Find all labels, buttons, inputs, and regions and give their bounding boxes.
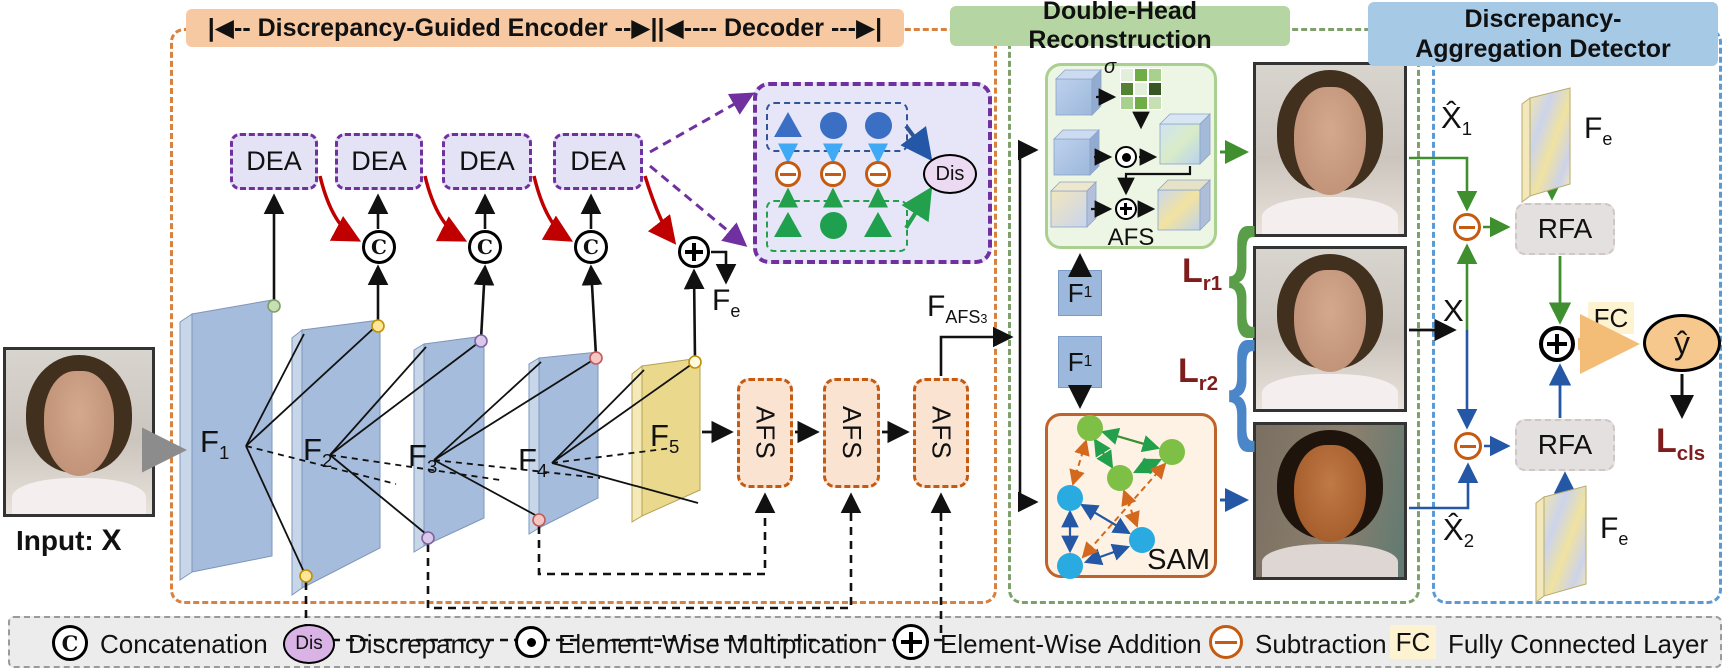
f3-label: F3 <box>408 438 438 478</box>
detector-header-line1: Discrepancy- <box>1464 5 1622 33</box>
afs-head-label: AFS <box>1107 224 1155 251</box>
f2-label: F2 <box>303 432 333 472</box>
legend-subtraction-label: Subtraction <box>1255 629 1387 659</box>
reconstruction-header-text: Double-Head Reconstruction <box>1028 0 1212 54</box>
encoder-decoder-header-text: |◀-- Discrepancy-Guided Encoder --▶||◀--… <box>207 14 883 42</box>
multiplication-circle-afs <box>1115 146 1137 168</box>
fake-feature-circle-1 <box>820 112 847 139</box>
f1-label: F1 <box>200 424 230 464</box>
face-skin <box>43 371 115 477</box>
input-label: Input: X <box>16 524 122 557</box>
lr1-label: Lr1 <box>1182 252 1223 295</box>
concat-circle-3: C <box>574 230 608 264</box>
concat-circle-2: C <box>468 230 502 264</box>
feature-stems <box>263 193 737 361</box>
fafs3-label: FAFS3 <box>927 290 988 327</box>
fafs3-routing <box>939 139 1039 513</box>
feature-dots <box>267 299 702 583</box>
concat-circle-1: C <box>362 230 396 264</box>
afs-block-1: AFS <box>737 378 793 488</box>
sam-graph <box>1057 415 1185 579</box>
encoder-decoder-header: |◀-- Discrepancy-Guided Encoder --▶||◀--… <box>186 9 904 47</box>
dis-circle: Dis <box>923 154 977 194</box>
fe-label-encoder: Fe <box>712 284 741 321</box>
real-feature-circle <box>820 212 847 239</box>
attention-grid <box>1120 68 1162 110</box>
original-face-x <box>1253 246 1407 412</box>
subtract-circle-1 <box>775 161 801 187</box>
sam-label: SAM <box>1147 544 1210 576</box>
afs-detail-arrows <box>1091 88 1192 218</box>
lr1-brace: { <box>1228 205 1257 339</box>
fe-slab-bottom <box>1535 485 1587 603</box>
legend-concatenation-icon: C <box>52 625 88 661</box>
legend-discrepancy-icon: Dis <box>283 624 335 664</box>
dea-red-arrows <box>318 175 677 245</box>
dea-block-2: DEA <box>335 133 423 190</box>
afs-block-2: AFS <box>823 378 880 488</box>
subtraction-circle-bottom <box>1454 432 1482 460</box>
legend-addition-label: Element-Wise Addition <box>940 629 1202 659</box>
fe-label-top: Fe <box>1584 112 1613 149</box>
input-variable: X <box>101 524 122 557</box>
x-label: X <box>1443 293 1464 328</box>
afs-detail-cubes <box>1050 69 1211 231</box>
skip-connections <box>304 492 952 642</box>
feature-slab-f4 <box>528 351 599 535</box>
fake-feature-triangle <box>774 112 802 137</box>
dea-block-1: DEA <box>230 133 318 190</box>
legend-multiplication-icon <box>515 626 547 658</box>
addition-circle-afs <box>1115 198 1137 220</box>
lr2-brace: { <box>1228 319 1257 453</box>
reconstructed-face-xhat1 <box>1253 62 1407 237</box>
conv-fan-lines <box>245 327 699 573</box>
real-feature-triangle-1 <box>774 212 802 237</box>
afs-block-3: AFS <box>913 378 969 488</box>
feature-slab-f2 <box>291 319 381 596</box>
face-shirt <box>11 477 147 514</box>
detector-routing <box>1409 156 1694 510</box>
subtract-circle-3 <box>865 161 891 187</box>
legend-addition-icon <box>893 624 929 660</box>
legend-fc-label: Fully Connected Layer <box>1448 629 1709 659</box>
addition-circle-detector <box>1539 326 1575 362</box>
dea-detail-arrows <box>778 124 933 230</box>
reconstructed-face-xhat2 <box>1253 422 1407 580</box>
sigma-label: σ <box>1104 56 1117 78</box>
subtraction-circle-top <box>1453 213 1481 241</box>
reconstruction-header: Double-Head Reconstruction <box>950 0 1290 54</box>
legend-fc-icon: FC <box>1390 625 1436 659</box>
dea-block-4: DEA <box>553 133 643 190</box>
input-face-image <box>3 347 155 517</box>
detector-header-line2: Aggregation Detector <box>1415 35 1671 63</box>
addition-circle-encoder <box>678 236 710 268</box>
subtract-circle-2 <box>820 161 846 187</box>
f4-label: F4 <box>518 442 548 482</box>
yhat-node: ŷ <box>1643 314 1721 372</box>
rfa-block-bottom: RFA <box>1515 419 1615 471</box>
fe-slab-top <box>1521 87 1571 203</box>
xhat2-label: X̂2 <box>1443 512 1475 552</box>
fake-feature-circle-2 <box>865 112 892 139</box>
dea-block-3: DEA <box>442 133 532 190</box>
legend-discrepancy-label: Discrepancy <box>348 629 492 659</box>
legend-multiplication-label: Element-Wise Multiplication <box>558 629 878 659</box>
xhat1-label: X̂1 <box>1441 100 1473 140</box>
legend-concatenation-label: Concatenation <box>100 629 268 659</box>
detector-header: Discrepancy- Aggregation Detector <box>1368 2 1718 66</box>
dea-zoom-lines <box>649 92 755 247</box>
rfa-block-top: RFA <box>1515 203 1615 255</box>
real-feature-triangle-2 <box>864 212 892 237</box>
lcls-label: Lcls <box>1656 422 1706 465</box>
lr2-label: Lr2 <box>1178 352 1219 395</box>
fe-label-bottom: Fe <box>1600 512 1629 549</box>
legend-subtraction-icon <box>1209 625 1243 659</box>
f5-label: F5 <box>650 418 680 458</box>
